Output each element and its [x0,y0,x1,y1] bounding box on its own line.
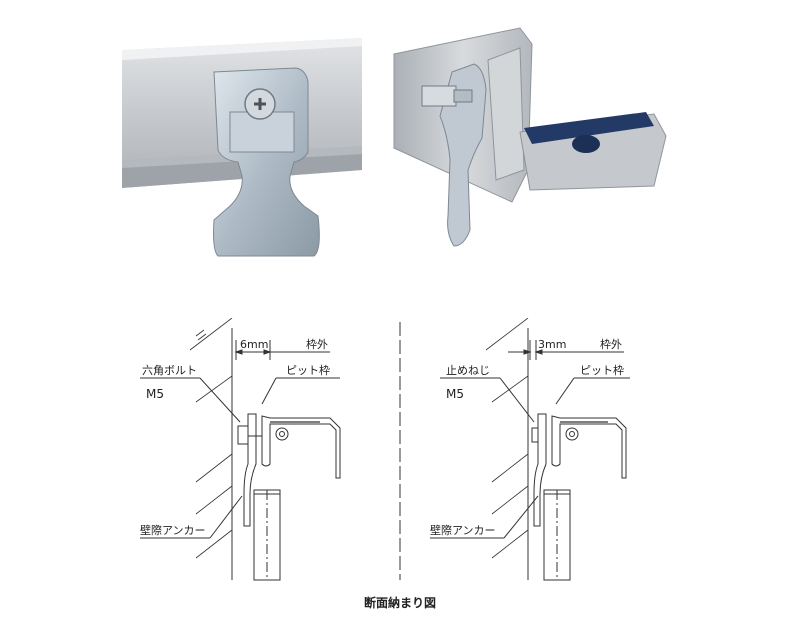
rail-profile-photo [392,20,682,270]
right-anchor-label: 壁際アンカー [430,523,496,537]
cross-section-drawings: 6mm 枠外 六角ボルト M5 ピット枠 壁際アンカー 3mm 枠外 止めねじ … [140,318,630,581]
left-frame-outer-label: 枠外 [306,337,328,351]
anchor-clip-photo [118,20,366,270]
left-bolt-size-label: M5 [146,387,164,401]
left-anchor-label: 壁際アンカー [140,523,206,537]
right-screw-size-label: M5 [446,387,464,401]
left-section-drawing [140,318,341,581]
right-dimension-label: 3mm [538,338,566,351]
figure-caption: 断面納まり図 [363,596,436,610]
right-frame-outer-label: 枠外 [600,337,622,351]
left-pit-frame-label: ピット枠 [286,363,330,377]
hex-bolt-label: 六角ボルト [142,364,197,377]
left-dimension-label: 6mm [240,338,268,351]
set-screw-label: 止めねじ [446,364,490,377]
right-section-drawing [430,318,630,581]
right-pit-frame-label: ピット枠 [580,363,624,377]
